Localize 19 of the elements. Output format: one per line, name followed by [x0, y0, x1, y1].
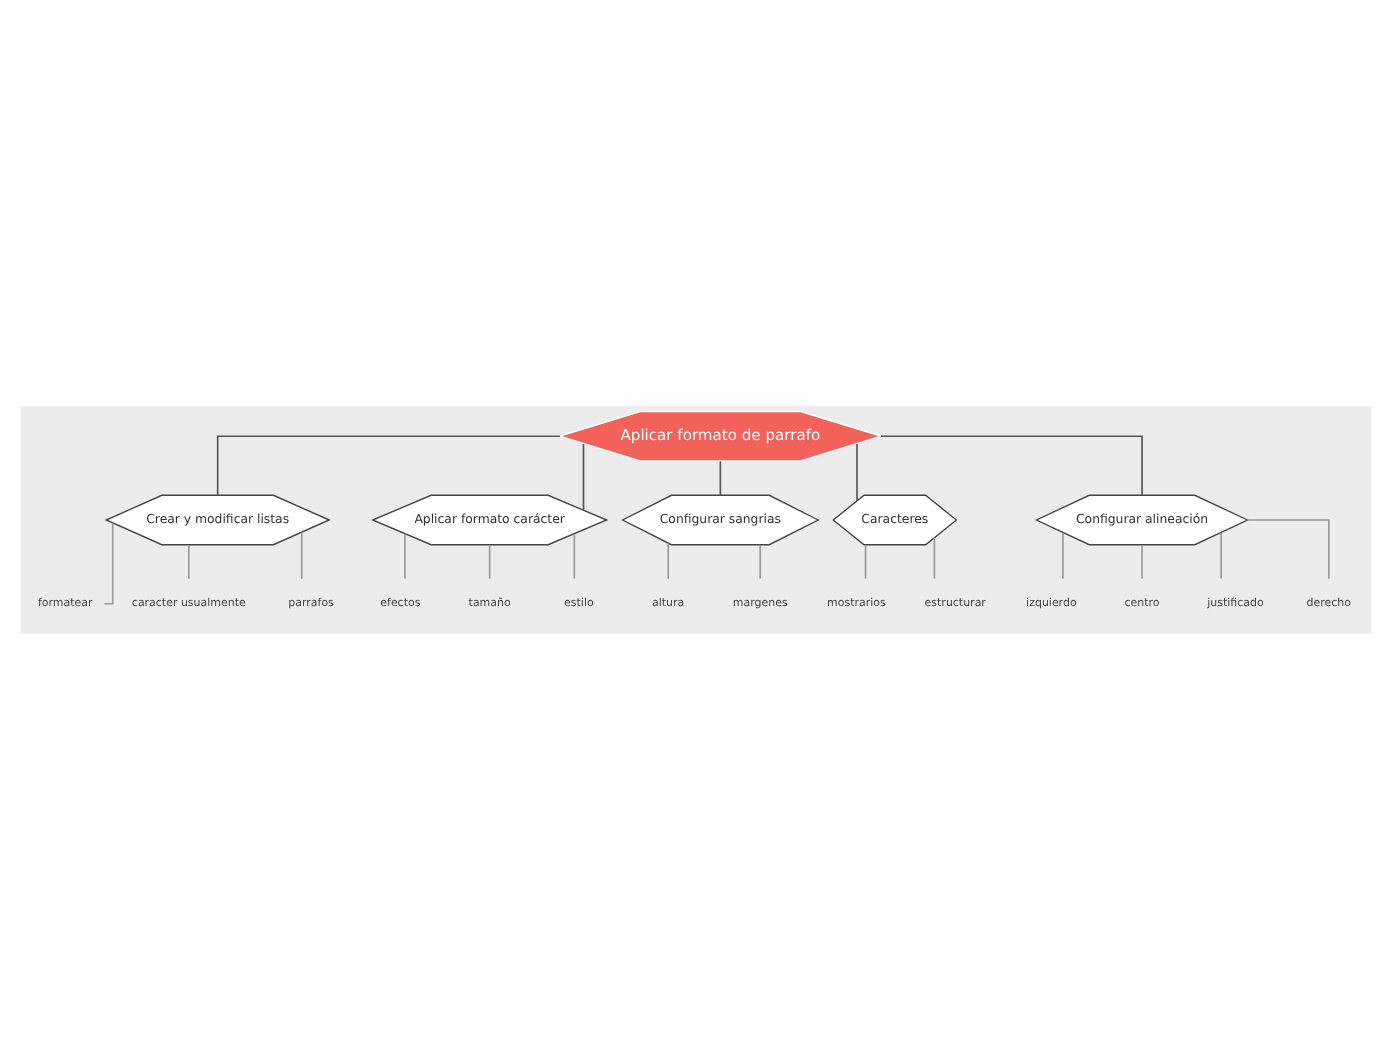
connector [667, 542, 669, 580]
connector [488, 544, 491, 580]
connector [759, 544, 762, 580]
connector [1220, 531, 1222, 580]
connector [1141, 544, 1143, 580]
connector [582, 443, 585, 511]
connector [880, 435, 1143, 496]
connector [933, 536, 936, 580]
connector [1246, 519, 1330, 580]
connector [216, 435, 561, 496]
connector [188, 544, 190, 580]
connector [103, 522, 114, 605]
connector [864, 544, 867, 580]
connector [1062, 531, 1064, 580]
connector [856, 443, 858, 502]
connector [719, 460, 722, 496]
connector [300, 531, 303, 580]
connector [573, 533, 576, 580]
connector [404, 533, 406, 580]
